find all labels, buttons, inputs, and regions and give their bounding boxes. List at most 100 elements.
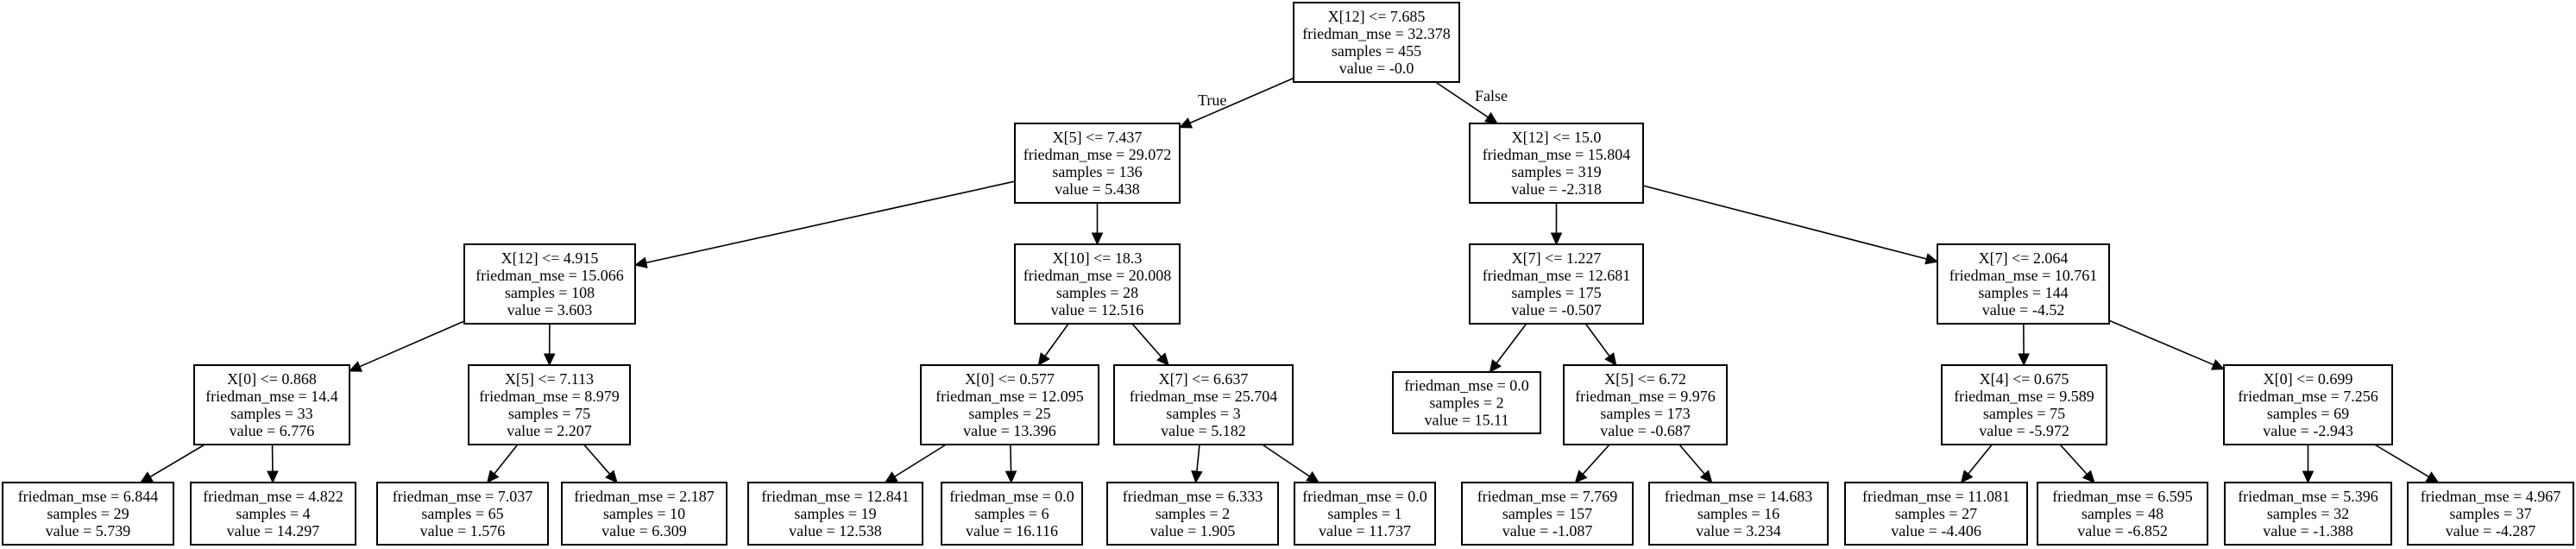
tree-node-line: value = 2.207 [507,422,592,439]
tree-node-box [1293,2,1460,83]
tree-edge-line [1584,323,1610,357]
tree-node-line: samples = 32 [2267,505,2349,522]
tree-node-line: value = 5.739 [46,522,131,540]
tree-edge-n2-n6 [1642,185,1939,265]
tree-edge-n9-n20 [1005,444,1017,484]
tree-node-box [1648,482,1829,546]
tree-node-line: samples = 16 [1697,505,1779,522]
tree-edge-n1-n4 [1091,203,1104,246]
tree-edge-arrowhead [633,256,648,268]
tree-node-line: value = -4.287 [2446,522,2536,540]
tree-edge-arrowhead [267,470,279,484]
tree-edge-arrowhead [1604,352,1617,366]
tree-node-line: friedman_mse = 6.595 [2052,488,2193,505]
tree-node-line: friedman_mse = 12.681 [1483,267,1631,284]
tree-edge-arrowhead [1005,470,1017,484]
tree-node-line: value = 14.297 [227,522,320,540]
tree-node-line: friedman_mse = 15.804 [1483,146,1631,163]
tree-node-line: value = 11.737 [1319,522,1411,540]
tree-node-line: value = -2.943 [2263,422,2353,439]
tree-node-line: samples = 6 [974,505,1049,522]
tree-node-line: samples = 75 [508,405,590,422]
tree-node-line: friedman_mse = 29.072 [1023,146,1172,163]
tree-edge-line [359,320,465,368]
tree-edge-line [894,444,947,477]
tree-node-line: friedman_mse = 7.769 [1477,488,1618,505]
tree-node-line: value = -1.388 [2263,522,2353,540]
tree-edge-n13-n25 [1960,444,1993,483]
tree-node-line: samples = 28 [1056,284,1138,301]
tree-edges [139,77,2440,484]
tree-edge-line [2059,444,2088,475]
tree-node-line: friedman_mse = 6.333 [1123,488,1263,505]
tree-node-line: friedman_mse = 2.187 [574,488,715,505]
tree-edge-arrowhead [348,361,363,372]
tree-node-box [1106,482,1279,546]
tree-node-line: samples = 144 [1978,284,2068,301]
tree-node-box [1941,364,2107,445]
tree-node-line: value = -1.087 [1502,522,1593,540]
tree-node-line: samples = 33 [230,405,312,422]
tree-edge-arrowhead [139,471,154,483]
tree-edge-line [1189,77,1294,124]
tree-node-line: value = 13.396 [963,422,1056,439]
tree-node-line: samples = 3 [1166,405,1240,422]
tree-edge-arrowhead [1574,470,1588,483]
tree-edge-n7-n15 [139,444,205,483]
tree-node-line: samples = 136 [1052,163,1142,180]
tree-node-line: samples = 108 [505,284,595,301]
tree-edge-arrowhead [1191,470,1203,484]
tree-edge-arrowhead [1484,111,1498,124]
tree-edge-n6-n13 [2018,323,2030,367]
tree-edge-line [1968,444,1993,475]
tree-node-box [1113,364,1294,445]
tree-node-line: samples = 2 [1156,505,1230,522]
tree-node-line: value = 6.309 [601,522,687,540]
tree-node-line: friedman_mse = 8.979 [479,388,620,405]
tree-edge-line [2108,319,2214,366]
tree-node-line: friedman_mse = 0.0 [1404,377,1529,394]
tree-edge-line [1262,444,1310,477]
tree-edge-line [646,180,1016,264]
tree-edge-line [583,444,611,475]
tree-edge-n3-n7 [348,320,465,372]
tree-edge-arrowhead [1091,232,1104,246]
tree-node-line: X[12] <= 4.915 [501,249,599,267]
tree-node-line: X[5] <= 7.113 [505,370,594,388]
tree-edge-n1-n3 [633,180,1016,268]
tree-node-line: friedman_mse = 4.967 [2421,488,2561,505]
tree-node-line: value = 1.905 [1150,522,1236,540]
tree-node-line: X[10] <= 18.3 [1053,249,1143,267]
tree-node-line: samples = 27 [1895,505,1977,522]
tree-node-line: value = 6.776 [230,422,315,439]
tree-edge-n10-n21 [1191,444,1203,484]
tree-node-line: samples = 2 [1429,394,1503,412]
tree-node-box [2037,482,2208,546]
tree-node-line: friedman_mse = 4.822 [203,488,343,505]
tree-node-line: friedman_mse = 11.081 [1862,488,2010,505]
tree-edge-line [2374,444,2429,478]
tree-edge-n13-n26 [2059,444,2095,483]
tree-edge-n12-n23 [1574,444,1610,483]
tree-node-line: value = 3.603 [507,301,593,319]
tree-edge-line [1678,444,1705,475]
tree-node-line: value = 12.516 [1051,301,1144,319]
tree-edge-n8-n17 [486,444,519,483]
